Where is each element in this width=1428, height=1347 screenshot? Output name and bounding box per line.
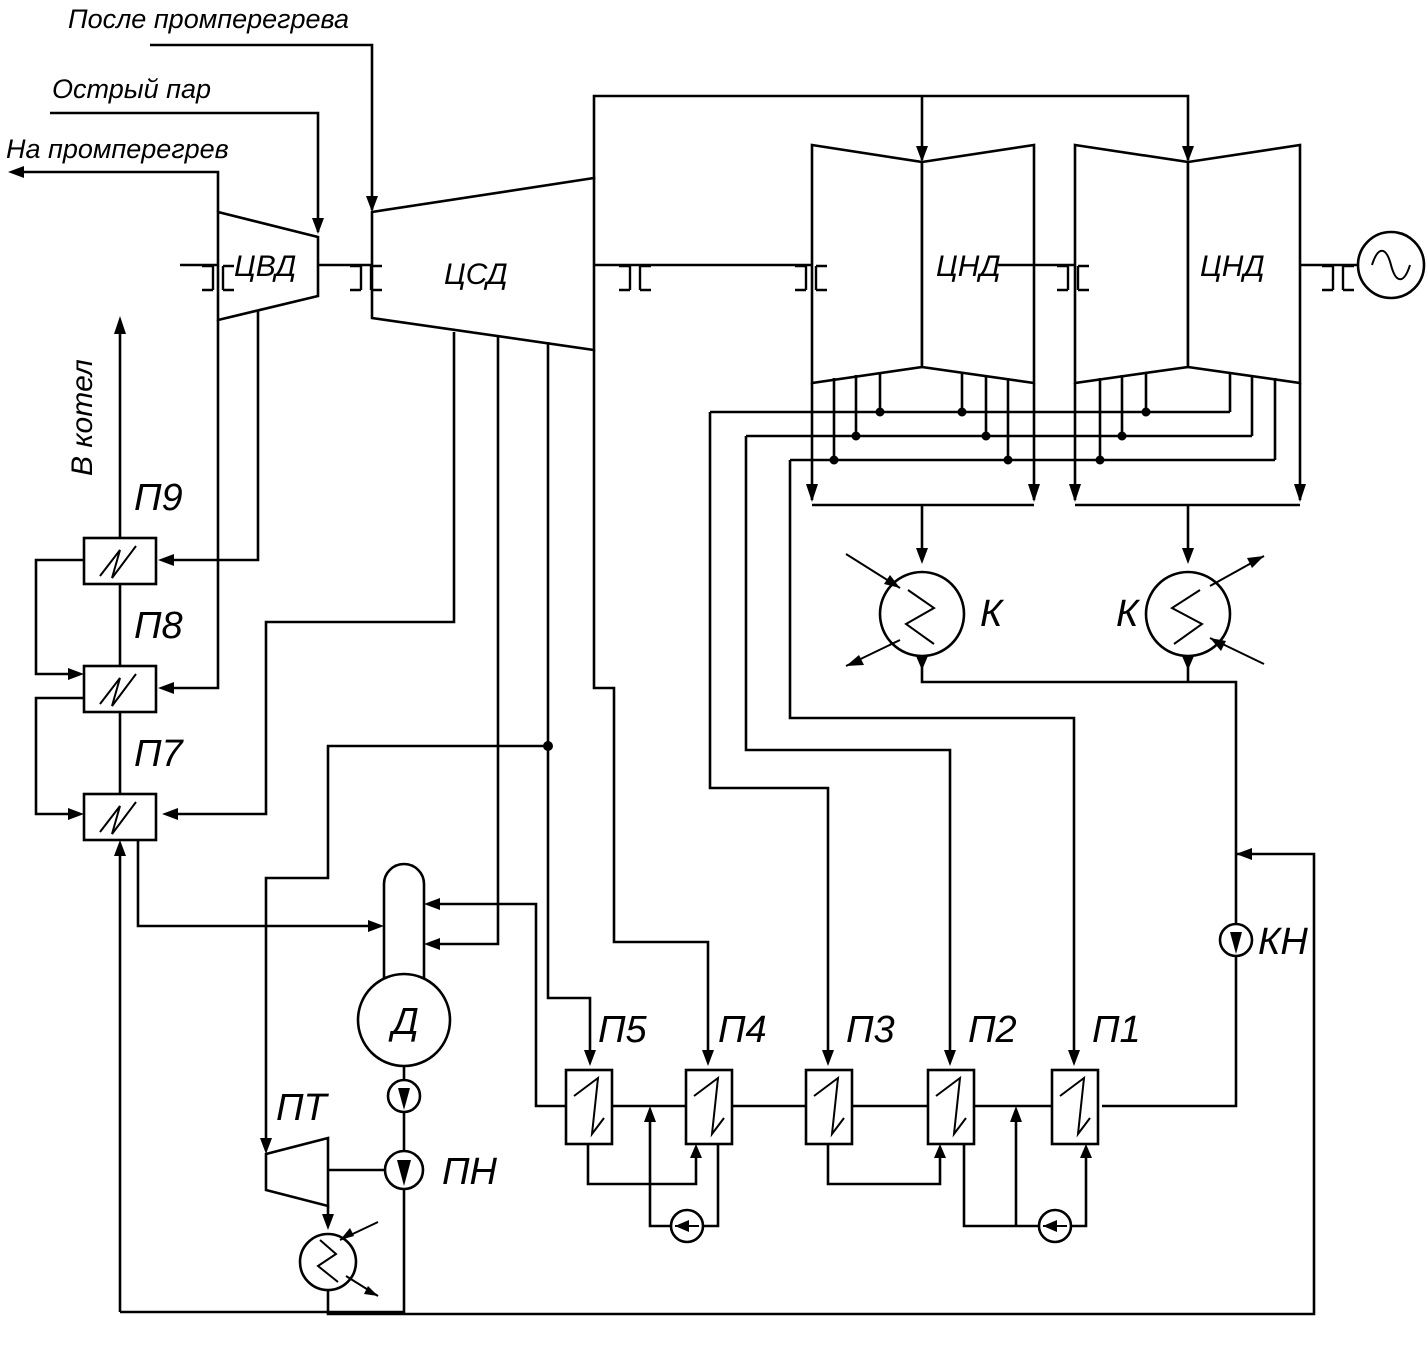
- pump-turbine-label: ПТ: [276, 1087, 330, 1129]
- lpc-label: ЦНД: [1200, 250, 1265, 283]
- turbine-lpc-1: [810, 143, 1036, 385]
- drain-pump-1: [669, 1208, 705, 1244]
- condensate-line: [916, 656, 1238, 1108]
- heater-p8: П8: [82, 605, 183, 714]
- svg-text:П9: П9: [134, 477, 183, 519]
- condensate-pump: КН: [1218, 921, 1308, 963]
- svg-text:П7: П7: [134, 733, 185, 775]
- lp-extraction-lines: [592, 350, 1277, 1066]
- turbine-hpc: [216, 210, 320, 322]
- condenser-label: К: [980, 593, 1005, 635]
- heater-p9: П9: [82, 477, 183, 586]
- lpc-label: ЦНД: [936, 250, 1001, 283]
- hpc-label: ЦВД: [234, 250, 296, 283]
- drain-pump-2: [1037, 1208, 1073, 1244]
- heater-p3: П3: [804, 1009, 895, 1146]
- condenser-1: К: [845, 553, 1005, 667]
- feed-pump-label: ПН: [442, 1151, 498, 1193]
- condenser-2: К: [1116, 555, 1265, 665]
- svg-text:П3: П3: [846, 1009, 895, 1051]
- lp-exhaust-lines: [806, 383, 1306, 564]
- after-reheat-label: После промперегрева: [68, 4, 349, 34]
- condenser-label: К: [1116, 593, 1141, 635]
- recirculation-line: [326, 848, 1316, 1316]
- heater-p7: П7: [82, 733, 185, 842]
- ipc-extraction-lines: [162, 332, 596, 1154]
- svg-text:П5: П5: [598, 1009, 648, 1051]
- text-labels: После промперегрева Острый пар На промпе…: [6, 4, 1265, 476]
- live-steam-label: Острый пар: [52, 74, 211, 104]
- heater-p5: П5: [564, 1009, 648, 1146]
- shaft-line: [180, 263, 1358, 292]
- svg-text:П8: П8: [134, 605, 183, 647]
- turbine-lpc-2: [1073, 143, 1302, 385]
- svg-text:П2: П2: [968, 1009, 1017, 1051]
- heater-p2: П2: [926, 1009, 1017, 1146]
- shaft-coupling-icon: [617, 264, 653, 292]
- svg-text:П1: П1: [1092, 1009, 1141, 1051]
- deaerator: Д ПН: [120, 862, 498, 1314]
- shaft-coupling-icon: [1320, 264, 1356, 292]
- lp-heaters: П5 П4 П3 П2 П1: [424, 898, 1141, 1228]
- svg-text:П4: П4: [718, 1009, 767, 1051]
- heater-p4: П4: [684, 1009, 767, 1146]
- generator-sine-icon: [1356, 230, 1426, 300]
- steam-lines: [8, 43, 1194, 234]
- to-boiler-label: В котел: [66, 359, 99, 476]
- heater-p1: П1: [1050, 1009, 1141, 1146]
- pump-turbine: ПТ: [264, 1087, 379, 1297]
- deaerator-label: Д: [388, 1001, 419, 1043]
- ipc-label: ЦСД: [444, 258, 508, 291]
- hpc-extraction-lines: [158, 310, 260, 694]
- to-reheat-label: На промперегрев: [6, 134, 229, 164]
- condensate-pump-label: КН: [1258, 921, 1308, 963]
- hp-heaters: П9 П8 П7: [34, 316, 384, 1312]
